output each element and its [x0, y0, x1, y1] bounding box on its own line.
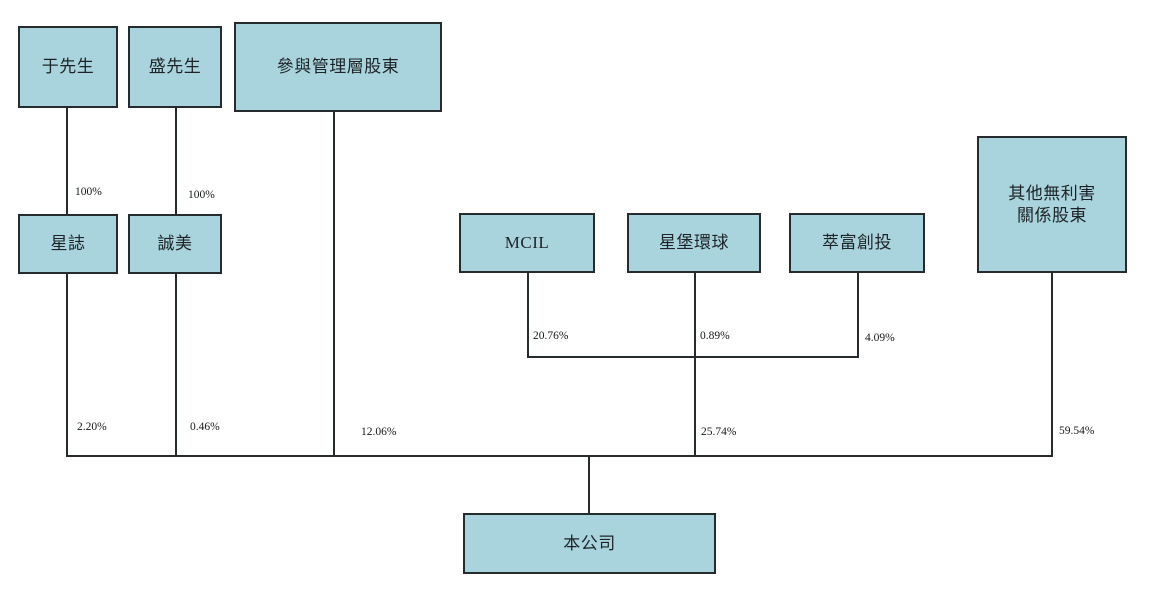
pct-xingzhi-to-company: 2.20% — [77, 421, 107, 433]
pct-xingbao-to-company: 0.89% — [700, 330, 730, 342]
pct-xingbao-group-to-company: 25.74% — [701, 426, 737, 438]
node-other-shareholders[interactable]: 其他無利害 關係股東 — [977, 136, 1127, 273]
pct-yu-to-xingzhi: 100% — [75, 186, 102, 198]
node-company-label: 本公司 — [563, 533, 616, 553]
edge-mcil-to-subbus — [527, 273, 529, 358]
node-xingbao-global[interactable]: 星堡環球 — [627, 213, 761, 273]
node-cuifu-ventures-label: 萃富創投 — [822, 233, 892, 253]
node-yu-mr[interactable]: 于先生 — [18, 26, 118, 108]
node-management-shareholders-label: 參與管理層股東 — [276, 57, 400, 77]
pct-cuifu-to-xingbao: 4.09% — [865, 332, 895, 344]
node-sheng-mr-label: 盛先生 — [148, 57, 202, 77]
edge-other-to-bus — [1051, 273, 1053, 456]
node-yu-mr-label: 于先生 — [41, 57, 95, 77]
edge-chengmei-to-bus — [175, 274, 177, 456]
node-cuifu-ventures[interactable]: 萃富創投 — [789, 213, 925, 273]
node-sheng-mr[interactable]: 盛先生 — [128, 26, 222, 108]
edge-subbus-horizontal — [527, 356, 859, 358]
pct-other-to-company: 59.54% — [1059, 425, 1095, 437]
node-management-shareholders[interactable]: 參與管理層股東 — [234, 22, 442, 112]
node-chengmei-label: 誠美 — [157, 234, 193, 254]
node-mcil[interactable]: MCIL — [459, 213, 595, 273]
node-mcil-label: MCIL — [504, 233, 550, 253]
node-xingbao-global-label: 星堡環球 — [659, 233, 729, 253]
edge-xingbao-to-bus — [694, 273, 696, 456]
edge-xingzhi-to-bus — [66, 274, 68, 456]
edge-yu-to-xingzhi — [66, 108, 68, 214]
pct-chengmei-to-company: 0.46% — [190, 421, 220, 433]
node-chengmei[interactable]: 誠美 — [128, 214, 222, 274]
edge-bus-to-company — [588, 455, 590, 513]
node-company[interactable]: 本公司 — [463, 513, 716, 574]
pct-management-to-company: 12.06% — [361, 426, 397, 438]
pct-mcil-to-xingbao: 20.76% — [533, 330, 569, 342]
node-xingzhi-label: 星誌 — [50, 234, 86, 254]
node-xingzhi[interactable]: 星誌 — [18, 214, 118, 274]
pct-sheng-to-chengmei: 100% — [188, 189, 215, 201]
edge-management-to-bus — [333, 112, 335, 456]
edge-cuifu-to-subbus — [857, 273, 859, 358]
node-other-shareholders-label: 其他無利害 關係股東 — [1008, 184, 1096, 225]
edge-main-bus-horizontal — [66, 455, 1053, 457]
edge-sheng-to-chengmei — [175, 108, 177, 214]
